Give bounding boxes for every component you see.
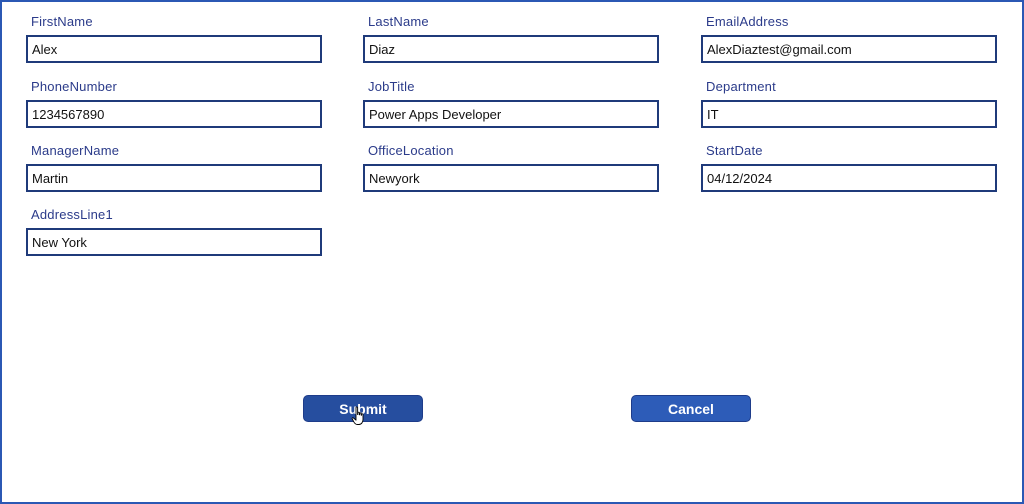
first-name-label: FirstName: [31, 14, 93, 29]
job-title-label: JobTitle: [368, 79, 415, 94]
manager-name-label: ManagerName: [31, 143, 120, 158]
email-address-input[interactable]: [701, 35, 997, 63]
phone-number-input[interactable]: [26, 100, 322, 128]
cancel-button[interactable]: Cancel: [631, 395, 751, 422]
hand-pointer-icon: [351, 406, 364, 425]
department-input[interactable]: [701, 100, 997, 128]
office-location-label: OfficeLocation: [368, 143, 454, 158]
last-name-input[interactable]: [363, 35, 659, 63]
job-title-input[interactable]: [363, 100, 659, 128]
last-name-label: LastName: [368, 14, 429, 29]
department-label: Department: [706, 79, 776, 94]
manager-name-input[interactable]: [26, 164, 322, 192]
address-line1-label: AddressLine1: [31, 207, 113, 222]
start-date-input[interactable]: [701, 164, 997, 192]
first-name-input[interactable]: [26, 35, 322, 63]
office-location-input[interactable]: [363, 164, 659, 192]
start-date-label: StartDate: [706, 143, 763, 158]
address-line1-input[interactable]: [26, 228, 322, 256]
phone-number-label: PhoneNumber: [31, 79, 118, 94]
email-address-label: EmailAddress: [706, 14, 789, 29]
